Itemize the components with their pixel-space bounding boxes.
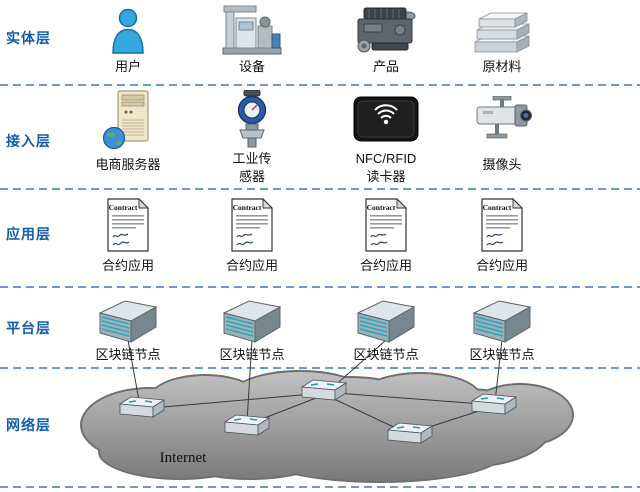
blockchain-node-icon [472,300,532,343]
caption-server: 电商服务器 [95,157,161,172]
application-item-contract: Contract [106,197,150,252]
materials-icon [474,12,530,53]
network-link [151,393,313,409]
layer-label-platform: 平台层 [6,320,51,336]
entity-item-equipment [222,4,282,56]
layer-label-access: 接入层 [6,133,51,149]
network-links [127,339,503,431]
platform-item-node [472,298,532,344]
router-icon [470,393,518,415]
internet-label: Internet [160,450,207,466]
svg-text:Contract: Contract [367,203,396,212]
svg-text:Contract: Contract [109,203,138,212]
server-globe-icon [102,90,149,150]
caption-contract-app: 合约应用 [475,258,528,273]
network-link [494,339,503,403]
network-link [127,339,141,407]
contract-document-icon: Contract [481,197,524,252]
caption-sensor: 工业传 感器 [232,151,272,184]
router-icon [223,414,271,436]
access-item-camera [471,95,533,142]
network-link [246,339,253,423]
blockchain-node-icon [356,300,416,343]
contract-document-icon: Contract [107,197,150,252]
caption-nfc-reader: NFC/RFID 读卡器 [355,151,417,184]
router-icon [118,396,166,418]
layer-label-entity: 实体层 [6,30,51,46]
blockchain-node-icon [98,300,158,343]
caption-blockchain-node: 区块链节点 [353,347,419,362]
industrial-sensor-icon [237,89,267,148]
nfc-rfid-reader-icon [353,96,419,142]
router-icon [386,422,434,444]
application-item-contract: Contract [480,197,524,252]
layer-label-network: 网络层 [6,417,51,433]
platform-item-node [222,298,282,344]
router-icon [300,379,348,401]
application-item-contract: Contract [364,197,408,252]
layer-dividers [0,84,640,488]
entity-item-user [110,8,146,54]
network-link [331,397,401,431]
caption-camera: 摄像头 [482,157,522,172]
blockchain-node-icon [222,300,282,343]
svg-text:Contract: Contract [233,203,262,212]
application-item-contract: Contract [230,197,274,252]
access-item-server [102,90,152,150]
caption-raw-material: 原材料 [482,59,522,74]
contract-document-icon: Contract [365,197,408,252]
caption-contract-app: 合约应用 [225,258,278,273]
network-link [329,339,387,391]
layer-label-application: 应用层 [6,226,51,242]
platform-item-node [98,298,158,344]
machine-icon [222,5,282,55]
caption-blockchain-node: 区块链节点 [95,347,161,362]
cctv-camera-icon [476,95,532,139]
user-icon [112,8,144,54]
caption-product: 产品 [372,59,399,74]
caption-equipment: 设备 [238,59,265,74]
caption-blockchain-node: 区块链节点 [469,347,535,362]
entity-item-product [352,6,418,54]
access-item-sensor [232,89,272,148]
engine-icon [357,7,416,53]
contract-document-icon: Contract [231,197,274,252]
caption-blockchain-node: 区块链节点 [219,347,285,362]
caption-contract-app: 合约应用 [101,258,154,273]
caption-user: 用户 [114,59,141,74]
routers [118,379,518,444]
platform-item-node [356,298,416,344]
caption-contract-app: 合约应用 [359,258,412,273]
entity-item-raw-material [471,10,533,54]
svg-text:Contract: Contract [483,203,512,212]
access-item-nfc-reader [353,96,419,142]
network-link [335,392,483,405]
